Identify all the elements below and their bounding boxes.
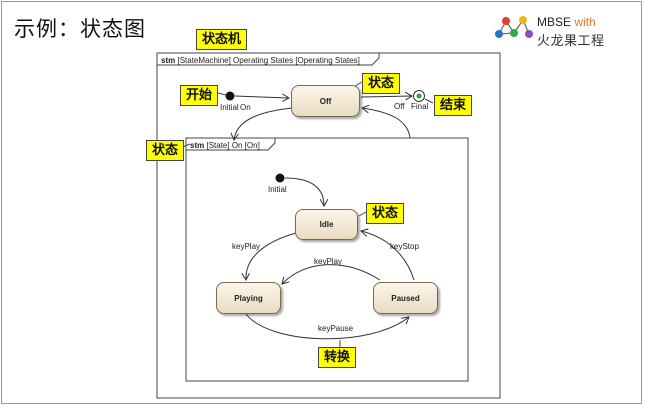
inner-frame-tab [186,138,276,151]
logo-molecule-icon [495,16,533,38]
callout-start-pointer [217,92,227,96]
transition-idle-to-playing [246,232,297,280]
inner-frame-border [185,137,469,382]
callout-state-machine: 状态机 [196,29,248,50]
callout-transition: 转换 [318,347,357,368]
outer-initial-node [225,91,235,101]
transition-off-label: Off [394,102,405,111]
transition-on-to-off [362,108,411,139]
outer-frame-border [156,52,501,399]
transition-playing-to-paused [245,313,409,340]
final-label: Final [411,102,429,111]
final-node-core [416,93,422,99]
transition-keyplay-idle-label: keyPlay [232,242,261,251]
state-off[interactable]: Off [291,85,360,117]
state-playing[interactable]: Playing [216,282,281,314]
inner-initial-node [275,173,285,183]
callout-start: 开始 [180,85,219,106]
transition-off-to-on [234,107,293,140]
slide-title: 示例：状态图 [14,17,146,41]
transition-paused-to-idle [361,231,415,281]
transition-initial-to-idle [284,177,324,206]
state-paused[interactable]: Paused [373,282,438,314]
callout-end: 结束 [434,95,473,116]
transition-off-to-final [360,96,412,97]
inner-initial-label: Initial [268,185,287,194]
logo-title: MBSE with [537,15,596,29]
transition-keyplay-paused-label: keyPlay [314,257,343,266]
transition-keypause-label: keyPause [318,324,354,333]
callout-state-off: 状态 [362,73,401,94]
callout-idle-pointer [358,211,367,217]
callout-state-idle: 状态 [366,203,405,224]
state-idle[interactable]: Idle [295,209,358,240]
callout-state-on: 状态 [146,140,185,161]
outer-initial-label: Initial [220,103,239,112]
inner-frame-label: stm [State] On [On] [190,141,260,150]
callout-end-pointer [424,98,434,104]
transition-on-label: On [240,103,251,112]
transition-paused-to-playing [282,264,381,284]
outer-frame-label: stm [StateMachine] Operating States [Ope… [161,56,360,65]
transition-keystop-label: keyStop [390,242,419,251]
transition-initial-to-off [234,96,289,98]
logo-subtitle: 火龙果工程 [537,34,605,49]
outer-frame-tab [157,53,380,66]
company-logo: MBSE with 火龙果工程 [492,12,632,49]
